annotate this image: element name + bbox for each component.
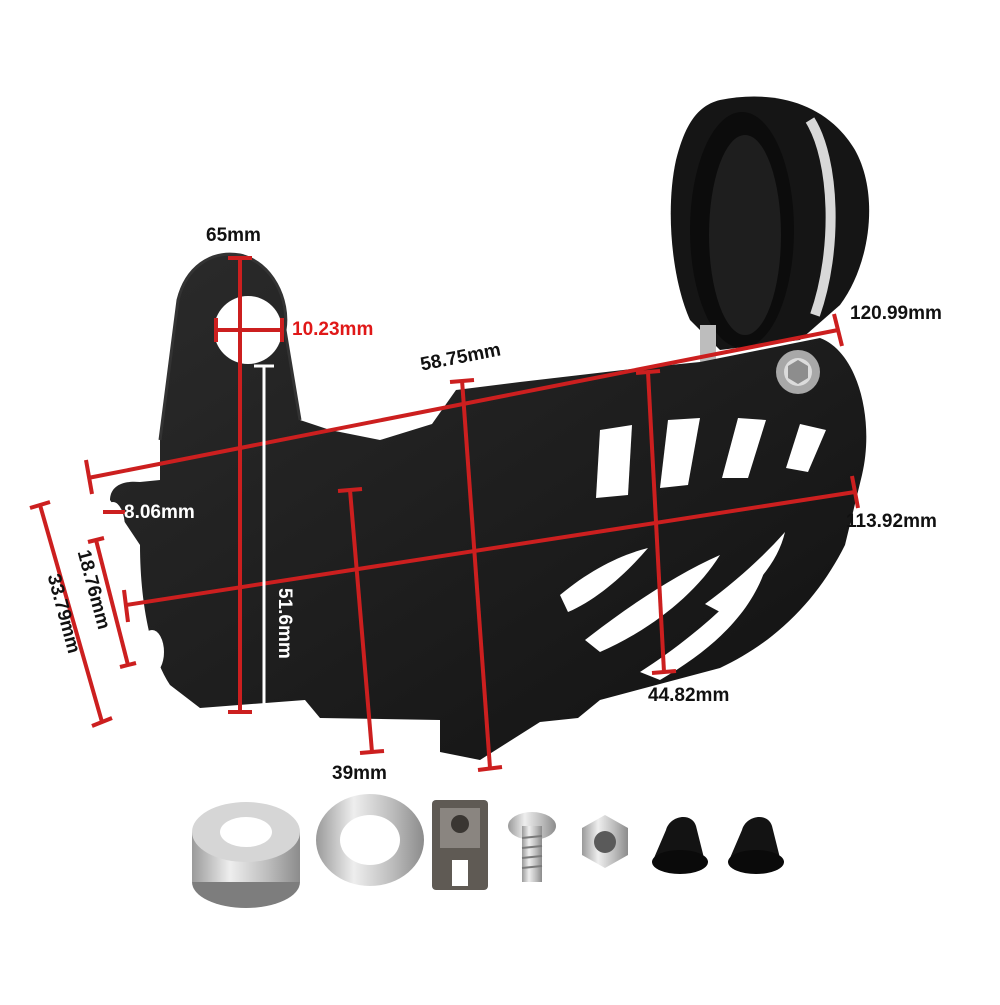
dim-front-height: 44.82mm [648, 685, 730, 706]
rubber-grommet-icon [728, 816, 784, 874]
spacer-icon [192, 802, 300, 908]
guard-bracket [101, 252, 867, 760]
u-nut-clip-icon [432, 800, 488, 890]
flat-washer-icon [316, 794, 424, 886]
dim-base-width: 39mm [332, 763, 387, 784]
dim-hole-diameter: 10.23mm [292, 319, 374, 340]
hex-nut-icon [582, 815, 628, 868]
dim-lower-length: 113.92mm [846, 511, 937, 532]
dim-slot-width: 8.06mm [124, 502, 195, 523]
dim-hole-width: 65mm [206, 225, 261, 246]
p-clamp [670, 96, 870, 363]
button-head-screw-icon [508, 812, 556, 882]
dimension-lines [29, 256, 860, 772]
white-dimension-line [254, 364, 274, 714]
dim-inner-height: 51.6mm [274, 588, 295, 659]
rubber-grommet-icon [652, 816, 708, 874]
dim-overall-length: 120.99mm [850, 303, 942, 324]
